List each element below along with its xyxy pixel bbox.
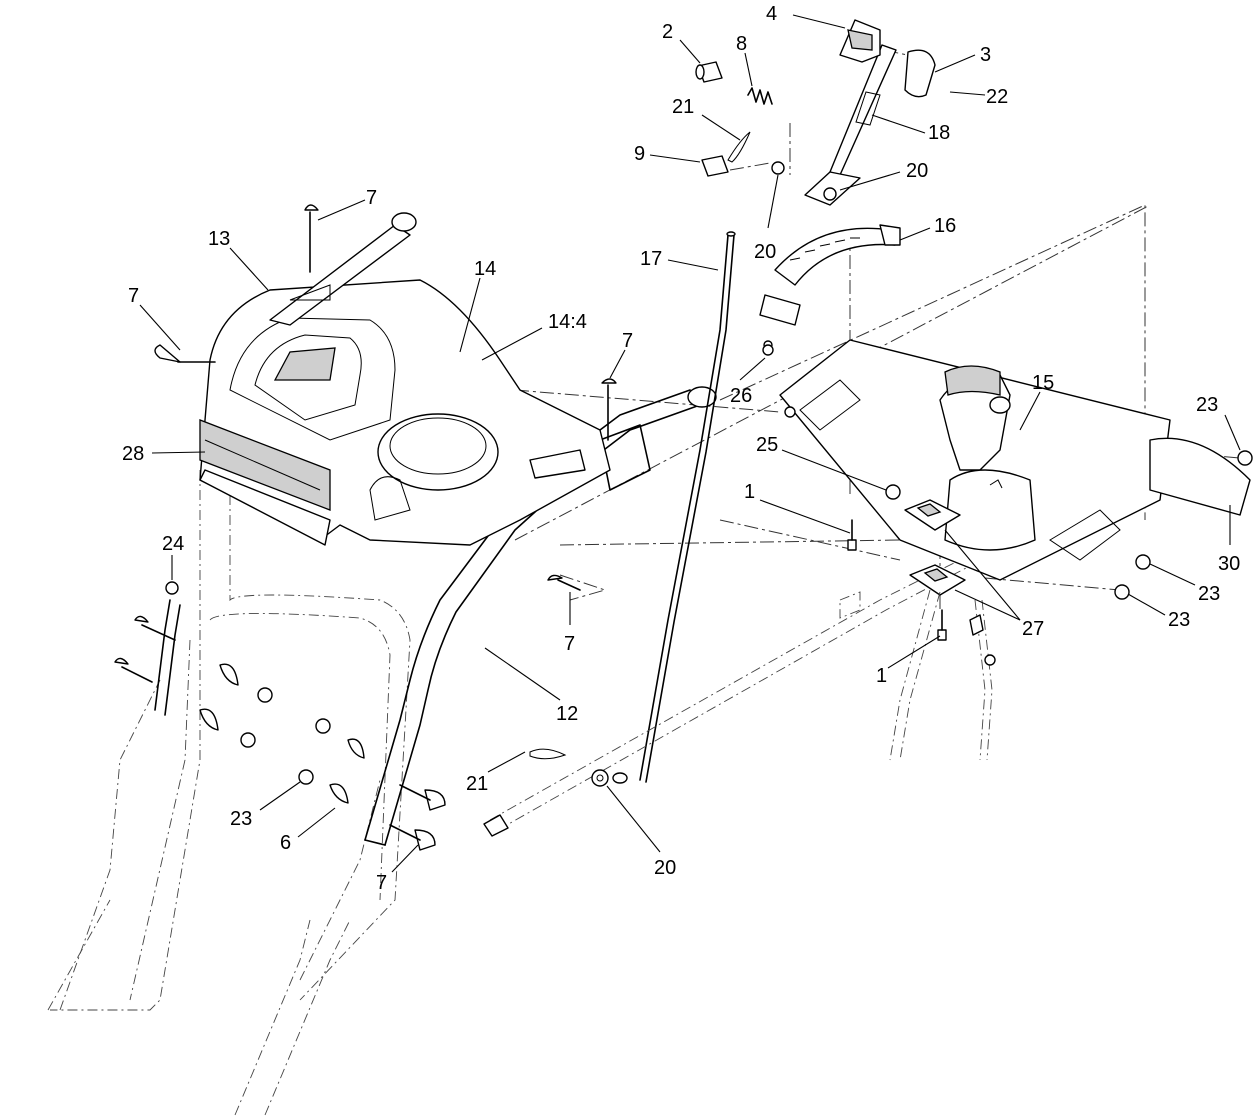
hairpin-clip-lower <box>529 748 567 760</box>
washer-20-lower <box>591 769 609 787</box>
leader-lines <box>139 14 1241 873</box>
phantom-lines <box>514 44 1241 610</box>
callout-8: 8 <box>736 33 747 55</box>
callout-20: 20 <box>906 160 928 182</box>
pivot-9 <box>701 155 729 177</box>
callout-21: 21 <box>466 773 488 795</box>
callout-30: 30 <box>1218 553 1240 575</box>
callout-21: 21 <box>672 96 694 118</box>
callout-23: 23 <box>1196 394 1218 416</box>
shift-lever <box>804 19 936 206</box>
shift-rod <box>612 231 736 784</box>
callout-18: 18 <box>928 122 950 144</box>
callout-9: 9 <box>634 143 645 165</box>
callout-17: 17 <box>640 248 662 270</box>
callout-14-4: 14:4 <box>548 311 587 333</box>
washer-20-upper <box>771 161 785 175</box>
callout-labels: 2 8 4 3 22 21 18 9 20 20 16 7 13 14 17 7… <box>122 3 1240 894</box>
callout-23: 23 <box>230 808 252 830</box>
callout-6: 6 <box>280 832 291 854</box>
callout-7: 7 <box>376 872 387 894</box>
cable-brackets <box>889 499 996 761</box>
callout-26: 26 <box>730 385 752 407</box>
callout-4: 4 <box>766 3 777 25</box>
clip-21-upper <box>727 131 751 163</box>
callout-15: 15 <box>1032 372 1054 394</box>
callout-13: 13 <box>208 228 230 250</box>
handle-lower-phantom <box>47 470 411 1116</box>
callout-28: 28 <box>122 443 144 465</box>
callout-7: 7 <box>128 285 139 307</box>
callout-14: 14 <box>474 258 496 280</box>
upper-handle-grip <box>269 212 417 326</box>
callout-25: 25 <box>756 434 778 456</box>
callout-23: 23 <box>1168 609 1190 631</box>
callout-7: 7 <box>564 633 575 655</box>
callout-1: 1 <box>876 665 887 687</box>
callout-20: 20 <box>754 241 776 263</box>
callout-2: 2 <box>662 21 673 43</box>
callout-24: 24 <box>162 533 184 555</box>
callout-1: 1 <box>744 481 755 503</box>
index-plate <box>759 224 901 350</box>
callout-7: 7 <box>366 187 377 209</box>
pivot-pin-2 <box>695 61 723 83</box>
callout-3: 3 <box>980 44 991 66</box>
callout-12: 12 <box>556 703 578 725</box>
dash-panel <box>199 279 611 546</box>
callout-7: 7 <box>622 330 633 352</box>
callout-22: 22 <box>986 86 1008 108</box>
chute-rotator <box>939 365 1036 551</box>
callout-20: 20 <box>654 857 676 879</box>
spring-8 <box>747 87 773 105</box>
callout-27: 27 <box>1022 618 1044 640</box>
callout-23: 23 <box>1198 583 1220 605</box>
callout-16: 16 <box>934 215 956 237</box>
fasteners <box>114 204 1253 851</box>
